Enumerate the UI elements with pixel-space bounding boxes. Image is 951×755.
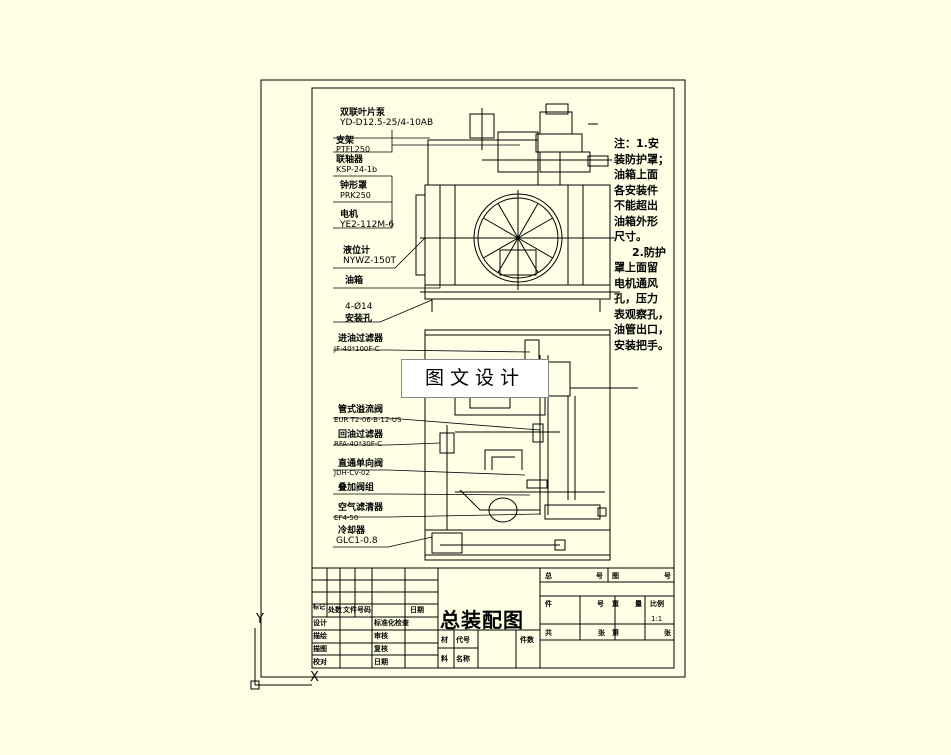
note-line: 油箱外形 <box>614 214 658 228</box>
stack-valve-name: 叠加阀组 <box>338 483 375 493</box>
notes: 注：1.安 装防护罩； 油箱上面 各安装件 不能超出 油箱外形 尺寸。 2.防护… <box>614 136 669 353</box>
note-line: 电机通风 <box>614 276 658 290</box>
coupling-model: KSP-24-1b <box>336 165 378 174</box>
axis-y-label: Y <box>256 612 264 627</box>
pump-name: 双联叶片泵 <box>340 108 386 118</box>
note-line: 不能超出 <box>614 199 658 212</box>
fan-spoke <box>517 203 539 239</box>
outer-frame <box>260 79 686 678</box>
fan-spoke <box>497 203 519 239</box>
tb-count: 处数 <box>328 606 342 614</box>
fan-spoke <box>517 237 553 259</box>
axis-x-label: X <box>310 670 319 685</box>
cooler-model: GLC1-0.8 <box>336 536 378 546</box>
note-line: 2.防护 <box>632 245 666 259</box>
tb-r-num2: 号 <box>664 572 671 580</box>
tb-r-weight: 重 <box>612 600 619 608</box>
note-line: 装防护罩； <box>614 152 669 166</box>
bracket-name: 支架 <box>336 136 355 146</box>
tb-r-num: 号 <box>596 572 603 580</box>
inlet-filter-name: 进油过滤器 <box>338 334 384 344</box>
bracket-model: PTFL250 <box>336 145 371 154</box>
fan-spoke <box>517 237 539 273</box>
inlet-filter-model: JF-40*100F-C <box>334 345 380 353</box>
tb-r-drawing: 图 <box>612 572 619 580</box>
tank-name: 油箱 <box>345 276 364 286</box>
title-block <box>311 567 675 669</box>
tb-audit: 审核 <box>374 632 388 640</box>
tb-name: 名称 <box>456 655 470 663</box>
fan-spoke <box>483 237 519 259</box>
tb-docno: 文件号码 <box>343 606 371 614</box>
tb-code: 代号 <box>456 636 470 644</box>
watermark: 图文设计 <box>401 359 549 398</box>
tb-date: 日期 <box>410 606 424 614</box>
tb-r-total: 总 <box>545 572 552 580</box>
ucs-axis <box>250 628 312 690</box>
tb-mat1: 材 <box>441 636 448 644</box>
level-gauge-name: 液位计 <box>343 246 371 256</box>
tb-r-sheets: 共 <box>545 629 552 637</box>
motor-name: 电机 <box>340 210 359 220</box>
tb-mat2: 料 <box>441 655 448 663</box>
tb-pieces: 件数 <box>520 636 534 644</box>
fan-spoke <box>483 217 519 239</box>
tb-r-sheet: 张 <box>598 629 605 637</box>
tb-r-sheet2: 张 <box>664 629 671 637</box>
tb-r-piece: 件 <box>545 600 552 608</box>
drawing-title: 总装配图 <box>440 608 524 632</box>
breather-model: EF4-50 <box>334 514 359 522</box>
check-valve-name: 直通单向阀 <box>338 459 384 469</box>
relief-valve-name: 管式溢流阀 <box>338 405 384 415</box>
bellhousing-model: PRK250 <box>340 191 371 200</box>
leader-lines <box>333 130 541 548</box>
top-view <box>415 103 620 312</box>
fan-spoke <box>497 237 519 273</box>
tb-std: 标准化检查 <box>374 619 409 627</box>
check-valve-model: JDH-CV-02 <box>334 469 370 477</box>
tb-design: 设计 <box>313 619 327 627</box>
tb-r-page: 第 <box>612 629 619 637</box>
note-line: 安装把手。 <box>614 338 669 352</box>
breather-name: 空气滤清器 <box>338 503 384 513</box>
tb-r-qty: 量 <box>635 600 642 608</box>
return-filter-name: 回油过滤器 <box>338 430 384 440</box>
tb-date2: 日期 <box>374 658 388 666</box>
tb-r-scale: 比例 <box>650 600 664 608</box>
note-line: 孔，压力 <box>614 292 658 305</box>
bottom-view <box>424 329 638 561</box>
coupling-name: 联轴器 <box>336 155 364 165</box>
tb-r-no: 号 <box>597 600 604 608</box>
note-line: 表观察孔， <box>614 307 669 321</box>
tb-check: 校对 <box>313 658 327 666</box>
relief-valve-model: EUR T2-06-B-12-US <box>334 416 402 424</box>
note-line: 各安装件 <box>614 183 658 197</box>
tb-draw: 描绘 <box>313 632 327 640</box>
note-line: 油箱上面 <box>614 168 658 181</box>
holes-name: 安装孔 <box>345 314 373 324</box>
cooler-name: 冷却器 <box>338 526 366 536</box>
return-filter-model: RFA-40*30F-C <box>334 440 383 448</box>
level-gauge-model: NYWZ-150T <box>343 256 397 266</box>
note-line: 尺寸。 <box>614 230 647 243</box>
note-line: 罩上面留 <box>614 261 658 274</box>
pump-model: YD-D12.5-25/4-10AB <box>340 118 434 128</box>
fan-spoke <box>517 217 553 239</box>
holes-spec: 4-Ø14 <box>345 302 373 312</box>
tb-mark: 标记 <box>313 604 326 611</box>
note-line: 油管出口， <box>614 323 669 336</box>
tb-r-scale-val: 1:1 <box>651 615 663 623</box>
bellhousing-name: 钟形罩 <box>340 181 368 191</box>
tb-review: 复核 <box>374 645 388 653</box>
note-line: 注：1.安 <box>614 137 659 150</box>
motor-model: YE2-112M-6 <box>340 220 395 230</box>
tb-trace: 描图 <box>313 645 327 653</box>
